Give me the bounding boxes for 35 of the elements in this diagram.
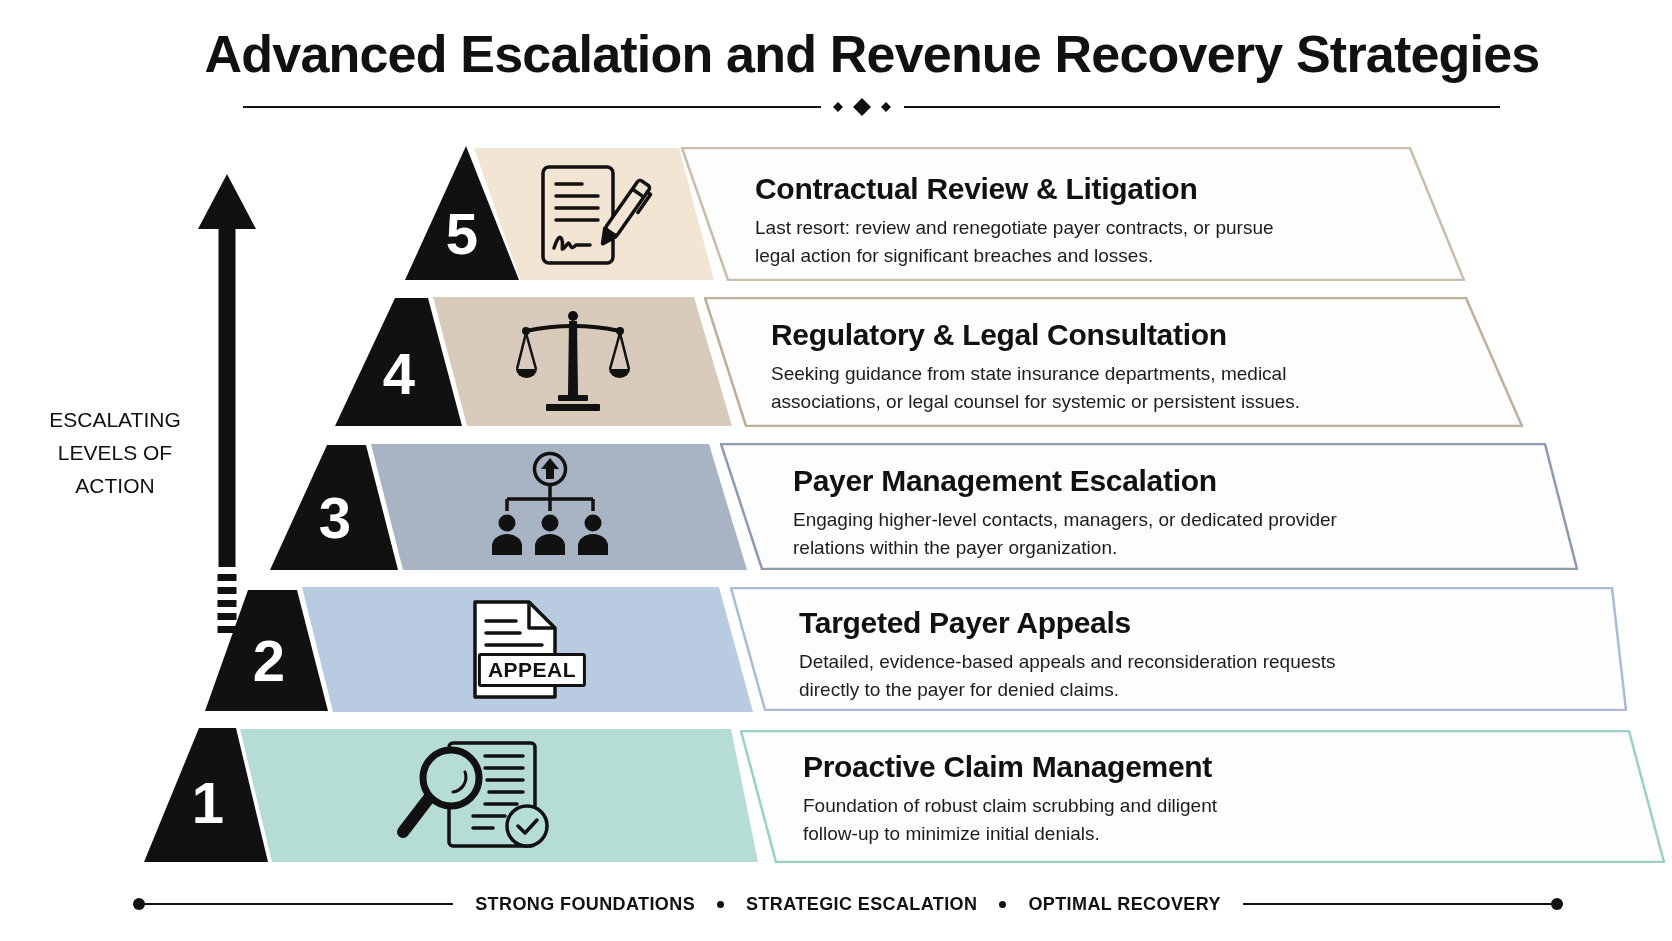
description-panel [681,147,1465,281]
footer-text: STRONG FOUNDATIONS [475,893,696,916]
level-number: 4 [382,345,416,403]
arrow-caption: ESCALATING LEVELS OF ACTION [48,407,182,499]
footer-text: OPTIMAL RECOVERY [1028,893,1221,916]
icon-panel [239,728,759,863]
icon-panel [432,296,733,427]
level-description: Seeking guidance from state insurance departments, medical associations, or legal counsel for systemic or persistent issues. [771,362,1302,414]
level-marker [204,589,329,712]
level-marker [143,727,269,863]
level-heading: Regulatory & Legal Consultation [771,317,1227,353]
diagram-title: Advanced Escalation and Revenue Recovery Strategies [204,24,1540,84]
level-heading: Contractual Review & Litigation [755,171,1198,207]
level-description: Detailed, evidence-based appeals and reconsideration requests directly to the payer for denied claims. [799,650,1337,702]
level-number: 2 [252,632,286,690]
level-description: Last resort: review and renegotiate payer contracts, or pursue legal action for significant breaches and losses. [755,216,1275,268]
description-panel [730,587,1627,711]
icon-panel [370,443,748,571]
level-number: 5 [445,205,479,263]
stamp-label: APPEAL [477,653,587,687]
level-number: 3 [318,489,352,547]
level-description: Foundation of robust claim scrubbing and diligent follow-up to minimize initial denials. [803,794,1219,846]
level-heading: Payer Management Escalation [793,463,1217,499]
level-description: Engaging higher-level contacts, managers, or dedicated provider relations within the payer organization. [793,508,1338,560]
footer-text: STRATEGIC ESCALATION [746,893,978,916]
level-number: 1 [191,774,225,832]
icon-panel [301,586,754,713]
description-panel [720,443,1578,570]
description-panel [740,730,1665,863]
level-marker [404,145,520,281]
level-marker [269,444,399,571]
level-heading: Targeted Payer Appeals [799,605,1131,641]
level-marker [334,297,463,427]
description-panel [704,297,1523,427]
level-heading: Proactive Claim Management [803,749,1212,785]
